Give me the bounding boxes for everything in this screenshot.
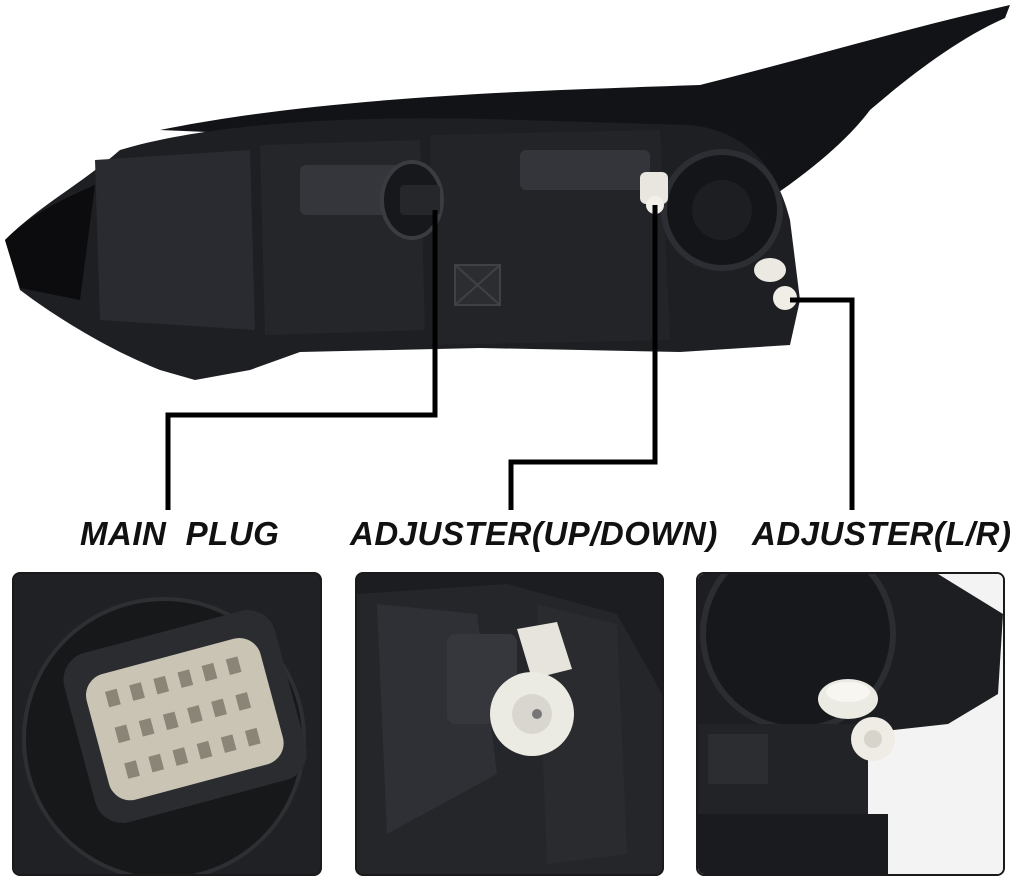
housing-upper-shell (160, 5, 1010, 205)
label-main-plug: MAIN PLUG (80, 515, 280, 552)
lens-edge (5, 185, 95, 300)
leader-line-main-plug (165, 210, 438, 510)
detail-panel-adjuster-up-down (355, 572, 664, 876)
housing-module-left (95, 150, 255, 330)
leader-line-adjuster-up-down (508, 205, 658, 510)
detail-panel-adjuster-lr (696, 572, 1005, 876)
leader-line-adjuster-lr (790, 297, 855, 510)
adjuster-lr-knob (754, 258, 797, 310)
plug-pin-block (85, 638, 284, 801)
label-adjuster-up-down: ADJUSTER(UP/DOWN) (350, 515, 718, 552)
housing-rib (520, 150, 650, 190)
label-adjuster-lr: ADJUSTER(L/R) (752, 515, 1012, 552)
detail-panel-main-plug (12, 572, 322, 876)
adjuster-up-down-closeup (490, 622, 574, 756)
adjuster-lr-closeup (818, 679, 895, 761)
